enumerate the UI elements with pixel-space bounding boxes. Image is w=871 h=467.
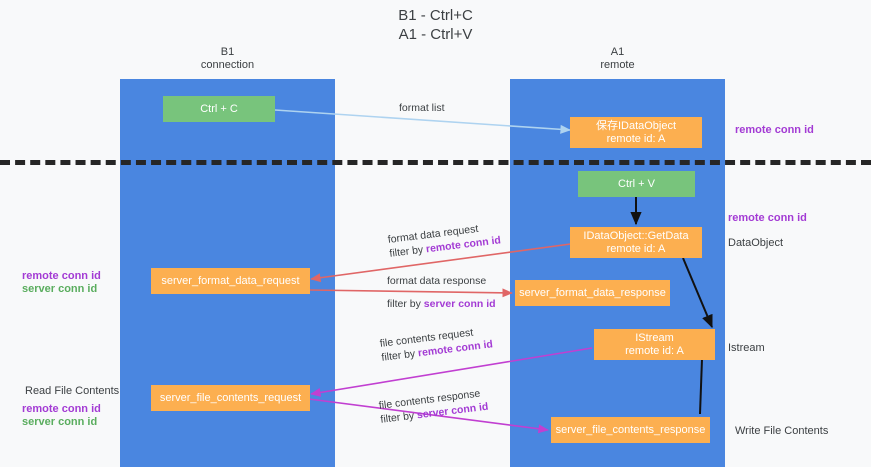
- column-header-a1-name: A1: [610, 46, 625, 58]
- node-istream-line1: IStream: [635, 331, 674, 344]
- edge-label-format-list: format list: [399, 102, 445, 114]
- node-ctrl-v[interactable]: Ctrl + V: [578, 171, 695, 197]
- node-server-file-contents-response[interactable]: server_file_contents_response: [551, 417, 710, 443]
- annotation-istream: Istream: [728, 342, 765, 354]
- node-save-idataobject[interactable]: 保存IDataObject remote id: A: [570, 117, 702, 148]
- node-server-file-contents-response-label: server_file_contents_response: [555, 423, 706, 436]
- column-header-b1-role: connection: [200, 59, 255, 71]
- annotation-left-server-conn-id-mid: server conn id: [22, 283, 98, 295]
- edge-label-format-data-request: format data request filter by remote con…: [387, 219, 502, 260]
- node-save-idataobject-line2: remote id: A: [606, 132, 666, 145]
- node-server-file-contents-request[interactable]: server_file_contents_request: [151, 385, 310, 411]
- annotation-write-file-contents: Write File Contents: [735, 425, 829, 437]
- node-save-idataobject-line1: 保存IDataObject: [595, 119, 677, 132]
- node-idataobject-getdata[interactable]: IDataObject::GetData remote id: A: [570, 227, 702, 258]
- title-line-2: A1 - Ctrl+V: [398, 26, 473, 43]
- edge-label-format-data-response-line2: filter by server conn id: [387, 297, 496, 311]
- filter-by-text: filter by: [388, 243, 427, 260]
- node-server-file-contents-request-label: server_file_contents_request: [159, 391, 302, 404]
- section-divider: [0, 160, 871, 165]
- column-header-b1-name: B1: [220, 46, 235, 58]
- filter-by-text: filter by: [380, 347, 419, 364]
- annotation-left-remote-conn-id-bottom: remote conn id: [22, 403, 101, 415]
- filter-by-text: filter by: [379, 409, 418, 426]
- annotation-left-remote-conn-id-mid: remote conn id: [22, 270, 101, 282]
- node-istream-line2: remote id: A: [625, 344, 684, 357]
- edge-label-file-contents-request: file contents request filter by remote c…: [379, 323, 494, 364]
- node-server-format-data-response[interactable]: server_format_data_response: [515, 280, 670, 306]
- annotation-left-server-conn-id-bottom: server conn id: [22, 416, 98, 428]
- node-ctrl-c[interactable]: Ctrl + C: [163, 96, 275, 122]
- node-istream[interactable]: IStream remote id: A: [594, 329, 715, 360]
- node-ctrl-v-label: Ctrl + V: [618, 177, 655, 190]
- node-idataobject-getdata-line1: IDataObject::GetData: [583, 229, 689, 242]
- server-conn-id-key: server conn id: [423, 298, 496, 310]
- edge-label-format-data-response-line1: format data response: [387, 275, 487, 287]
- node-ctrl-c-label: Ctrl + C: [200, 102, 238, 115]
- column-header-b1: B1 connection: [120, 46, 335, 72]
- page-title: B1 - Ctrl+C A1 - Ctrl+V: [0, 6, 871, 44]
- annotation-remote-conn-id-top: remote conn id: [735, 124, 814, 136]
- edge-label-format-data-response: format data response filter by server co…: [387, 274, 496, 311]
- node-server-format-data-response-label: server_format_data_response: [519, 286, 666, 299]
- column-header-a1: A1 remote: [510, 46, 725, 72]
- node-idataobject-getdata-line2: remote id: A: [606, 242, 666, 255]
- annotation-dataobject: DataObject: [728, 237, 784, 249]
- edge-label-file-contents-response: file contents response filter by server …: [378, 386, 489, 427]
- column-header-a1-role: remote: [600, 59, 635, 71]
- node-server-format-data-request-label: server_format_data_request: [161, 274, 300, 287]
- node-server-format-data-request[interactable]: server_format_data_request: [151, 268, 310, 294]
- annotation-read-file-contents: Read File Contents: [25, 385, 120, 397]
- title-line-1: B1 - Ctrl+C: [398, 7, 473, 24]
- annotation-remote-conn-id-mid: remote conn id: [728, 212, 807, 224]
- filter-by-text: filter by: [387, 298, 424, 310]
